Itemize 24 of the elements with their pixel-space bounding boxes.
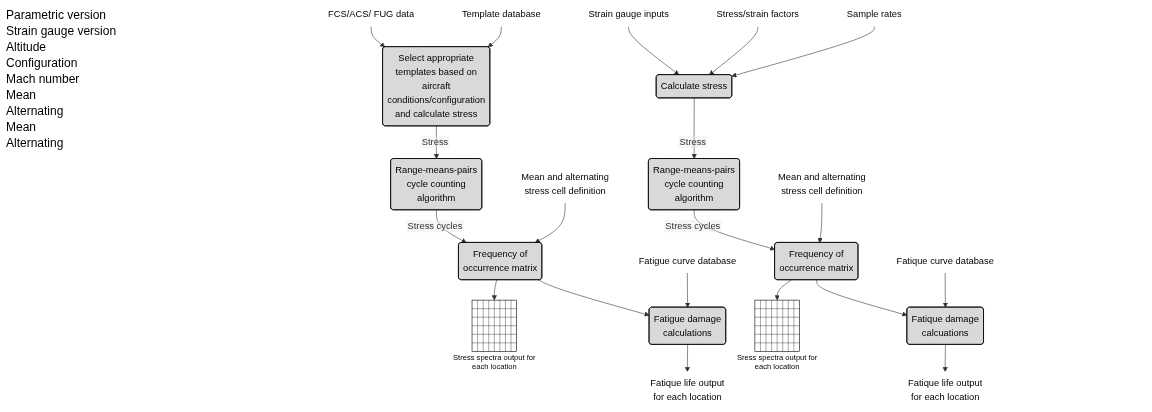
node-text: FCS/ACS/ FUG data [328, 9, 415, 20]
text-label: Configuration [6, 56, 79, 70]
node-text: Sample rates [846, 9, 902, 20]
edge-label: Stress [679, 137, 707, 148]
node-text: Template database [461, 9, 541, 20]
node-text: Strain gauge inputs [588, 9, 669, 20]
node-text: Mean and alternating stress cell definition [521, 171, 609, 196]
node-text: Fatique life output for each location [650, 378, 725, 403]
text-label: Alternating [6, 136, 65, 150]
node-text: Mean and alternating stress cell definition [778, 171, 866, 196]
node-text: Fatique life output for each location [908, 378, 983, 403]
text-label: Mean [6, 88, 38, 102]
node-text: Stress/strain factors [716, 9, 799, 20]
text-label: Strain gauge version [6, 24, 118, 38]
text-label: Altitude [6, 40, 48, 54]
edge-label: Stress cycles [407, 221, 463, 232]
node-text: Fatique curve database [896, 255, 994, 266]
edge-label: Stress cycles [665, 221, 721, 232]
text-label: Parametric version [6, 8, 108, 22]
edge-label: Stress [421, 137, 449, 148]
text-label: Alternating [6, 104, 65, 118]
text-label: Mach number [6, 72, 81, 86]
node-text: Fatigue curve database [638, 255, 737, 266]
text-label: Mean [6, 120, 38, 134]
